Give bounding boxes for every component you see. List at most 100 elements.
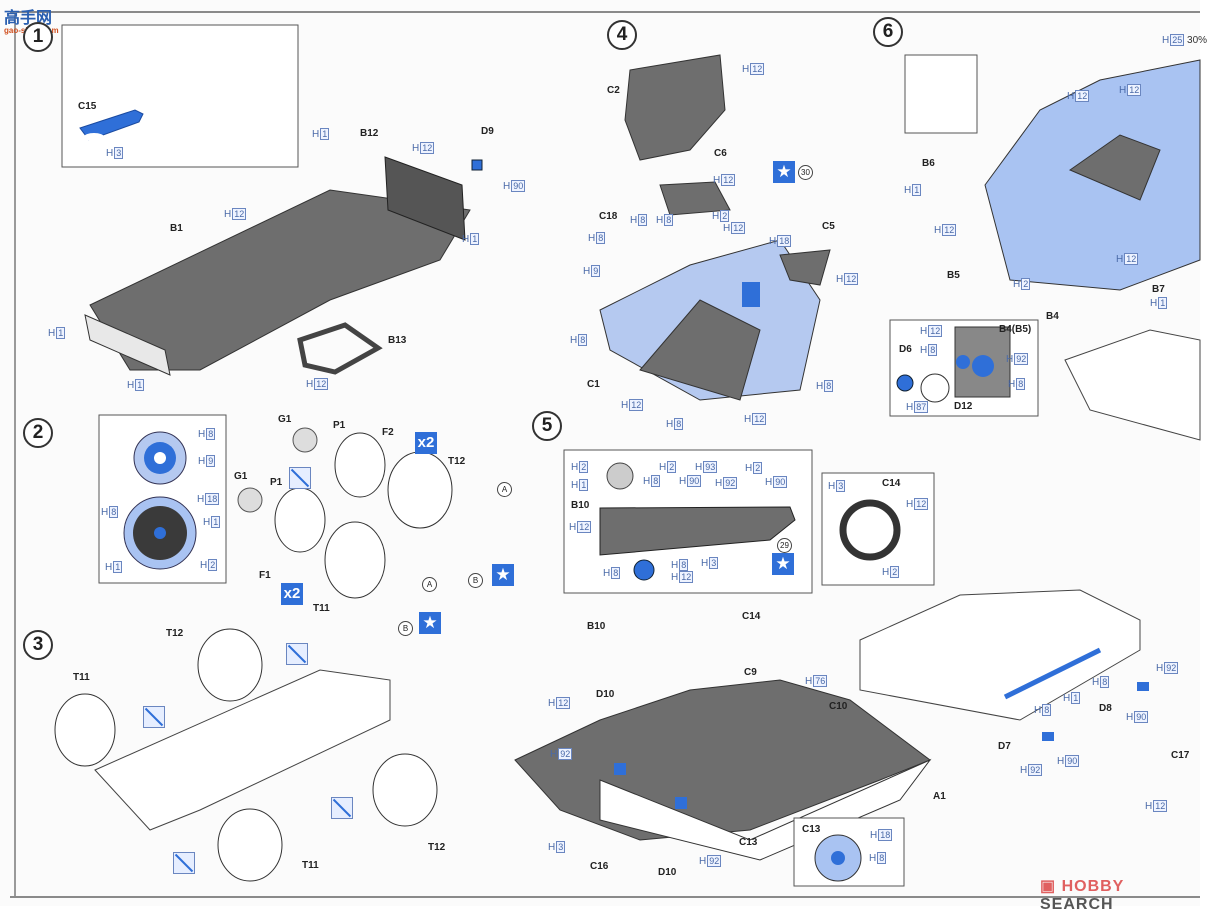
no-glue-icon <box>331 797 353 819</box>
part-d7 <box>1042 732 1054 741</box>
part-label: D10 <box>658 867 677 878</box>
decal-star-icon: ★ <box>773 161 795 183</box>
part-label: D8 <box>1099 703 1112 714</box>
step-number-1: 1 <box>23 22 53 52</box>
part-label: F2 <box>382 427 394 438</box>
part-label: B13 <box>388 335 407 346</box>
brake-g1-rear <box>292 427 318 453</box>
step3-tyre-t12-rear <box>197 628 263 702</box>
part-label: B10 <box>571 500 590 511</box>
step-number-5: 5 <box>532 411 562 441</box>
decal-star-icon: ★ <box>772 553 794 575</box>
c15-hole <box>84 133 104 141</box>
part-label: C13 <box>739 837 758 848</box>
part-c6 <box>659 181 731 216</box>
tail-body <box>859 589 1141 721</box>
part-label: D9 <box>481 126 494 137</box>
part-b12 <box>384 156 466 241</box>
no-glue-icon <box>173 852 195 874</box>
part-b13 <box>297 322 383 375</box>
part-label: C9 <box>744 667 757 678</box>
left-rule <box>14 12 16 896</box>
tyre-t12 <box>387 451 453 529</box>
tub-side <box>599 758 932 861</box>
dash-knob <box>633 559 655 581</box>
part-label: B4(B5) <box>999 324 1032 335</box>
part-label: T11 <box>313 603 330 614</box>
brake-g1-front <box>237 487 263 513</box>
part-label: C10 <box>829 701 848 712</box>
no-glue-icon <box>286 643 308 665</box>
part-d6 <box>896 374 914 392</box>
brake-center <box>154 452 166 464</box>
hobby-search-watermark: ▣ HOBBY SEARCH <box>1040 878 1125 913</box>
step-number-2: 2 <box>23 418 53 448</box>
part-label: C5 <box>822 221 835 232</box>
part-label: T12 <box>166 628 184 639</box>
part-label: B1 <box>170 223 183 234</box>
step6-cockpit-assembly <box>1064 329 1201 441</box>
part-b1 <box>89 189 471 371</box>
part-label: T11 <box>73 672 90 683</box>
decal-star-icon: ★ <box>492 564 514 586</box>
part-label: C2 <box>607 85 620 96</box>
step6-cockpit-opening <box>1068 134 1161 201</box>
part-label: P1 <box>270 477 283 488</box>
wheel-f2 <box>334 432 386 498</box>
part-label: T12 <box>428 842 446 853</box>
tail-blue-strip <box>1003 647 1102 700</box>
no-glue-icon <box>289 467 311 489</box>
step6-detail-inset <box>904 54 978 134</box>
part-label: B7 <box>1152 284 1165 295</box>
wheel-f1 <box>274 487 326 553</box>
step3-tyre-t12-front <box>372 753 438 827</box>
part-d9 <box>471 159 483 171</box>
part-label: B4 <box>1046 311 1059 322</box>
step1-inset <box>61 24 299 168</box>
step3-tyre-t11-front <box>217 808 283 882</box>
